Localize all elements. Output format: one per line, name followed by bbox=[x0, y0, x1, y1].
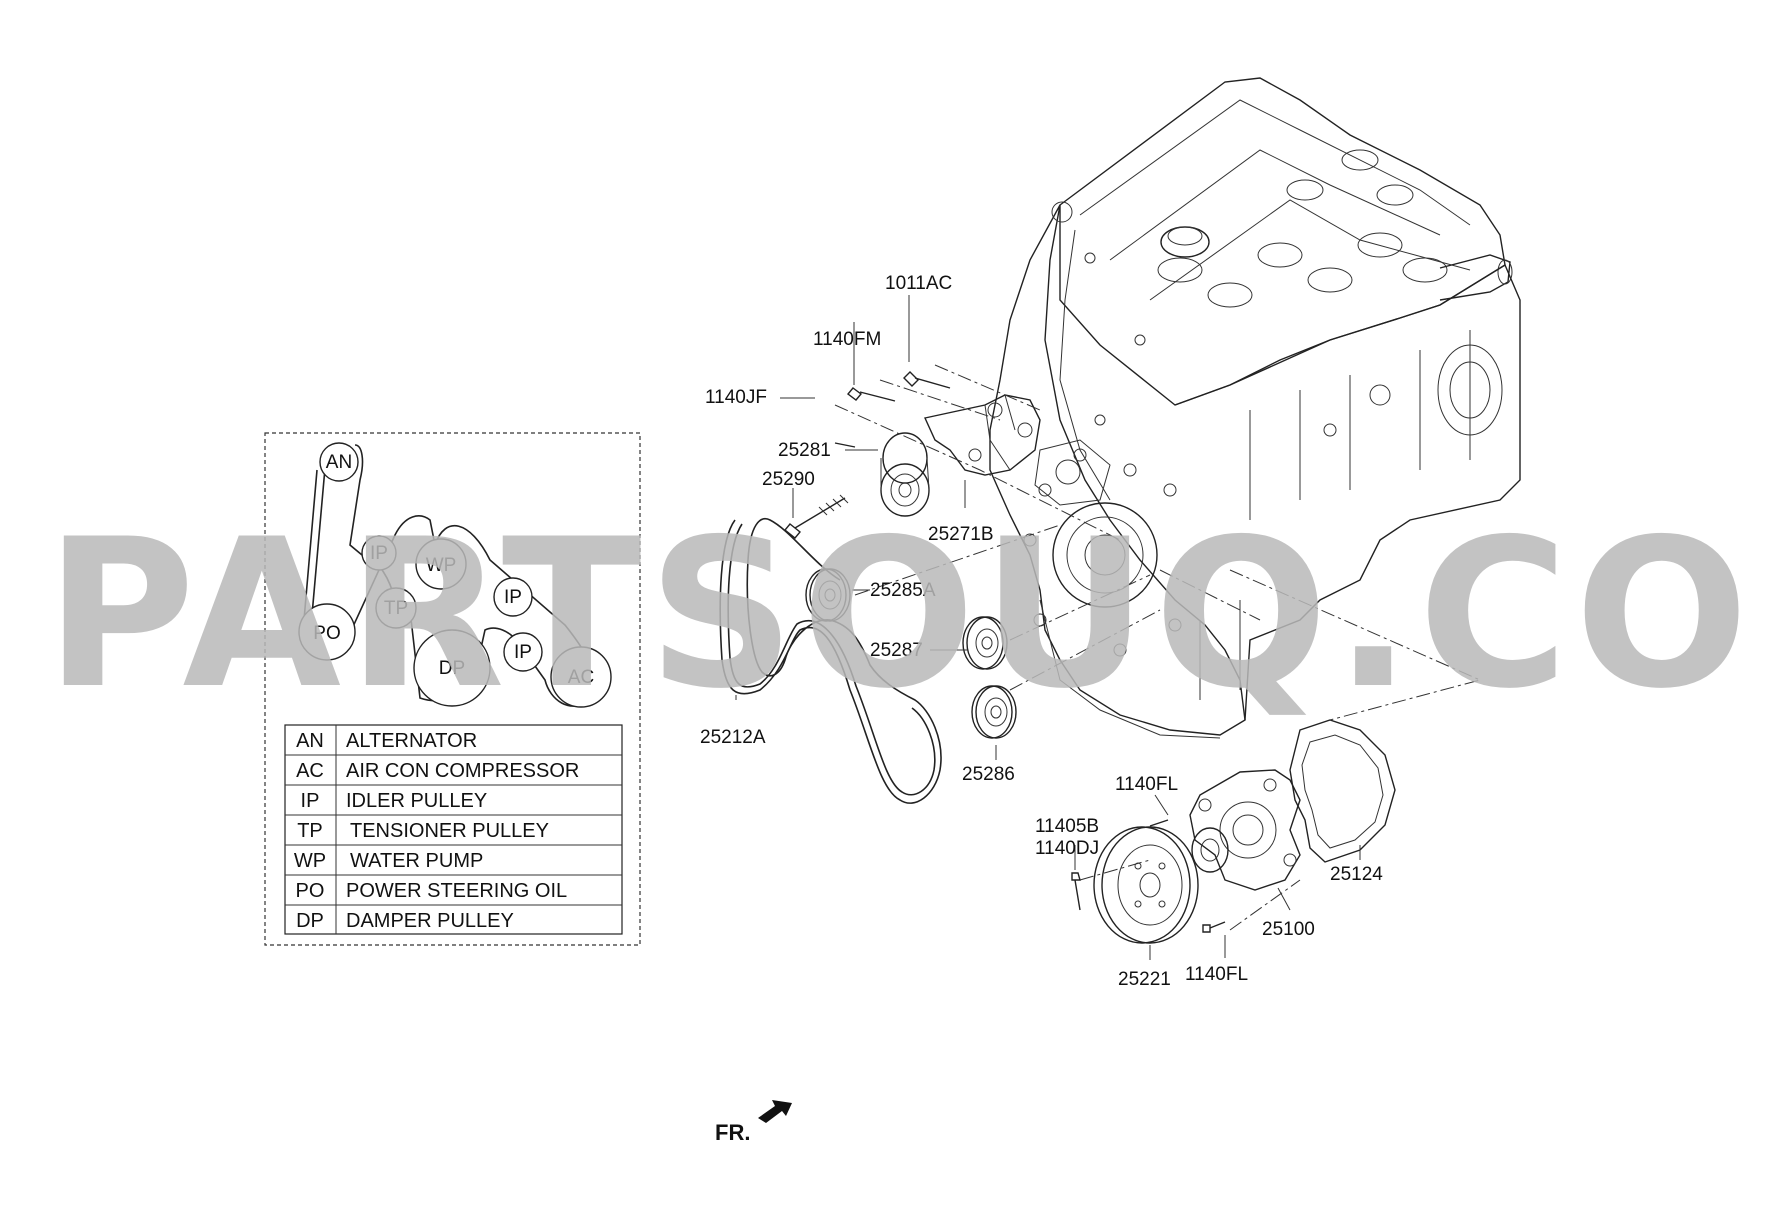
idler-pulleys-drawing bbox=[805, 568, 1017, 739]
legend-name-6: DAMPER PULLEY bbox=[346, 910, 514, 932]
callout-25286[interactable]: 25286 bbox=[962, 764, 1015, 785]
legend-name-1: AIR CON COMPRESSOR bbox=[346, 760, 579, 782]
legend-name-0: ALTERNATOR bbox=[346, 730, 477, 752]
callout-1140JF[interactable]: 1140JF bbox=[705, 387, 767, 408]
legend-code-3: TP bbox=[297, 820, 323, 842]
pulley-label-ip-2: IP bbox=[504, 587, 522, 608]
callout-1140FL-bottom[interactable]: 1140FL bbox=[1185, 964, 1248, 985]
front-arrow-icon bbox=[758, 1100, 792, 1123]
callout-25285A[interactable]: 25285A bbox=[870, 580, 936, 601]
front-label: FR. bbox=[715, 1120, 750, 1145]
legend-name-2: IDLER PULLEY bbox=[346, 790, 487, 812]
legend-name-3: TENSIONER PULLEY bbox=[350, 820, 549, 842]
pulley-dp bbox=[413, 629, 491, 707]
pulley-label-ip-1: IP bbox=[370, 543, 388, 564]
callout-25287[interactable]: 25287 bbox=[870, 640, 923, 661]
front-direction-marker: FR. bbox=[715, 1100, 792, 1145]
pulley-wp bbox=[415, 538, 467, 590]
pulley-label-ip-3: IP bbox=[514, 642, 532, 663]
routing-box-border bbox=[264, 432, 641, 946]
callout-25271B[interactable]: 25271B bbox=[928, 524, 994, 545]
legend-code-6: DP bbox=[296, 910, 324, 932]
callout-11405B[interactable]: 11405B bbox=[1035, 816, 1099, 837]
legend-code-2: IP bbox=[301, 790, 320, 812]
callout-1140FL-top[interactable]: 1140FL bbox=[1115, 774, 1178, 795]
pulley-label-ac: AC bbox=[568, 667, 594, 688]
callout-1140FM[interactable]: 1140FM bbox=[813, 329, 881, 350]
legend-code-4: WP bbox=[294, 850, 326, 872]
bolts-drawing bbox=[784, 371, 951, 539]
pulley-label-dp: DP bbox=[439, 658, 465, 679]
tensioner-assembly-drawing bbox=[880, 394, 1041, 517]
callout-labels: 1011AC 1140FM 1140JF 25281 25290 25271B … bbox=[700, 273, 1383, 990]
pulley-ip-2 bbox=[493, 577, 533, 617]
pulley-ac bbox=[550, 646, 612, 708]
legend-name-5: POWER STEERING OIL bbox=[346, 880, 567, 902]
pulley-ip-1 bbox=[361, 535, 397, 571]
callout-25281[interactable]: 25281 bbox=[778, 440, 831, 461]
legend-table: AN ALTERNATOR AC AIR CON COMPRESSOR IP I… bbox=[284, 724, 623, 935]
callout-25221[interactable]: 25221 bbox=[1118, 969, 1171, 990]
pulley-label-an: AN bbox=[326, 452, 352, 473]
legend-code-5: PO bbox=[296, 880, 325, 902]
pulley-label-tp: TP bbox=[384, 598, 408, 619]
callout-25290[interactable]: 25290 bbox=[762, 469, 815, 490]
legend-code-0: AN bbox=[296, 730, 324, 752]
pulley-an bbox=[319, 442, 359, 482]
pulley-po bbox=[298, 603, 356, 661]
pulley-ip-3 bbox=[503, 632, 543, 672]
belt-routing-box: AN IP WP IP PO TP DP IP AC AN ALTERNATOR… bbox=[264, 432, 641, 946]
leader-lines bbox=[735, 295, 1361, 960]
legend-name-4: WATER PUMP bbox=[350, 850, 483, 872]
callout-1011AC[interactable]: 1011AC bbox=[885, 273, 952, 294]
callout-25212A[interactable]: 25212A bbox=[700, 727, 766, 748]
serpentine-belt-drawing bbox=[719, 518, 942, 804]
pulley-label-wp: WP bbox=[426, 555, 457, 576]
assembly-lines bbox=[834, 364, 1482, 931]
water-pump-drawing bbox=[1071, 719, 1396, 944]
callout-25124[interactable]: 25124 bbox=[1330, 864, 1383, 885]
callout-1140DJ[interactable]: 1140DJ bbox=[1035, 838, 1099, 859]
watermark: PARTSOUQ.COM bbox=[45, 496, 1772, 734]
legend-code-1: AC bbox=[296, 760, 324, 782]
pulley-label-po: PO bbox=[313, 623, 340, 644]
callout-25100[interactable]: 25100 bbox=[1262, 919, 1315, 940]
engine-assembly-drawing bbox=[989, 77, 1521, 739]
pulley-tp bbox=[375, 587, 417, 629]
